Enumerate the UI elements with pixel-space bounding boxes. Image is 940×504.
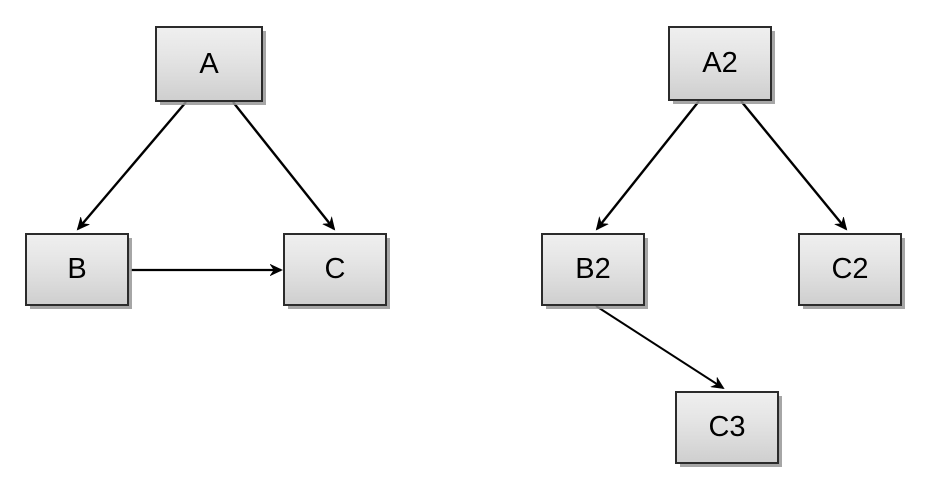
node-b2[interactable]: B2 <box>541 233 645 306</box>
node-a-label: A <box>199 47 219 80</box>
node-a2-label: A2 <box>702 47 738 79</box>
edge-a-to-b <box>78 101 187 229</box>
edge-a2-to-b2 <box>597 100 700 229</box>
node-b[interactable]: B <box>25 233 129 306</box>
node-b-label: B <box>67 253 87 285</box>
node-b2-label: B2 <box>575 253 611 285</box>
node-c[interactable]: C <box>283 233 387 306</box>
node-a2[interactable]: A2 <box>668 26 772 101</box>
node-c2-label: C2 <box>831 253 869 285</box>
node-a[interactable]: A <box>155 26 263 102</box>
edge-b2-to-c3 <box>595 305 723 388</box>
edge-a-to-c <box>232 101 334 229</box>
node-c-label: C <box>324 253 346 285</box>
edge-a2-to-c2 <box>740 100 846 229</box>
node-c3-label: C3 <box>708 411 746 443</box>
node-c3[interactable]: C3 <box>675 391 779 464</box>
node-c2[interactable]: C2 <box>798 233 902 306</box>
